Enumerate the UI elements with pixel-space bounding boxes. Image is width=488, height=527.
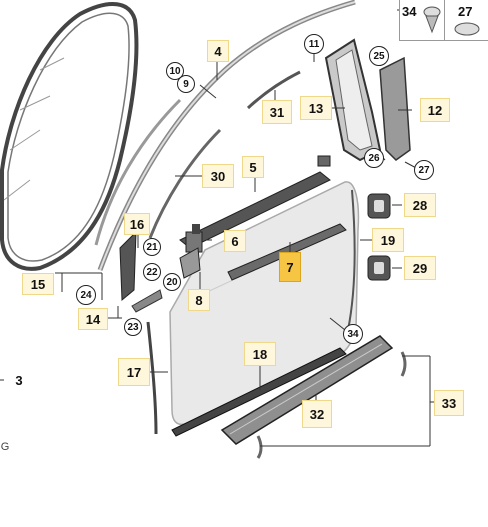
upper-trim-strip xyxy=(94,98,182,246)
regulator-bracket xyxy=(185,231,203,253)
callout-31[interactable]: 31 xyxy=(262,100,292,124)
rear-door-seal xyxy=(347,189,356,331)
callout-14[interactable]: 14 xyxy=(78,308,108,330)
circle-callout-10[interactable]: 10 xyxy=(166,62,184,80)
callout-15[interactable]: 15 xyxy=(22,273,54,295)
sill-end-cap-top xyxy=(400,351,407,377)
legend-box: 34 27 xyxy=(399,0,488,41)
callout-19[interactable]: 19 xyxy=(372,228,404,252)
callout-29[interactable]: 29 xyxy=(404,256,436,280)
circle-callout-26[interactable]: 26 xyxy=(364,148,384,168)
callout-17[interactable]: 17 xyxy=(118,358,150,386)
circle-callout-34[interactable]: 34 xyxy=(343,324,363,344)
callout-18[interactable]: 18 xyxy=(244,342,276,366)
callout-8[interactable]: 8 xyxy=(188,289,210,311)
legend-divider xyxy=(444,0,445,40)
callout-3[interactable]: 3 xyxy=(15,372,23,388)
lower-door-seal xyxy=(146,321,158,435)
callout-33[interactable]: 33 xyxy=(434,390,464,416)
circle-callout-9[interactable]: 9 xyxy=(177,75,195,93)
sill-end-cap-bottom xyxy=(256,435,263,459)
legend-number-right: 27 xyxy=(458,4,473,19)
callout-32[interactable]: 32 xyxy=(302,400,332,428)
lower-trim-strip xyxy=(171,347,347,437)
small-molding-31 xyxy=(246,70,301,110)
callout-7-highlighted[interactable]: 7 xyxy=(279,252,301,282)
edge-mark: G xyxy=(0,441,10,453)
circle-callout-23[interactable]: 23 xyxy=(124,318,142,336)
legend-number-left: 34 xyxy=(402,4,417,19)
circle-callout-27[interactable]: 27 xyxy=(414,160,434,180)
clip-icon xyxy=(423,6,441,34)
callout-13[interactable]: 13 xyxy=(300,96,332,120)
seal-cross-hatch xyxy=(3,57,65,201)
circle-callout-21[interactable]: 21 xyxy=(143,238,161,256)
inner-clip-8 xyxy=(179,247,201,279)
callout-16[interactable]: 16 xyxy=(124,213,150,235)
callout-28[interactable]: 28 xyxy=(404,193,436,217)
callout-6[interactable]: 6 xyxy=(224,230,246,252)
mirror-triangle-trim xyxy=(119,230,137,302)
window-channel-30 xyxy=(148,128,222,239)
callout-4[interactable]: 4 xyxy=(207,40,229,62)
callout-5[interactable]: 5 xyxy=(242,156,264,178)
circle-callout-25[interactable]: 25 xyxy=(369,46,389,66)
corner-wedge xyxy=(131,289,163,313)
pillar-cover xyxy=(379,56,411,161)
circle-callout-22[interactable]: 22 xyxy=(143,263,161,281)
callout-30[interactable]: 30 xyxy=(202,164,234,188)
circle-callout-20[interactable]: 20 xyxy=(163,273,181,291)
circle-callout-24[interactable]: 24 xyxy=(76,285,96,305)
callout-12[interactable]: 12 xyxy=(420,98,450,122)
door-seal-inner xyxy=(7,12,130,262)
circle-callout-11[interactable]: 11 xyxy=(304,34,324,54)
frame-clip xyxy=(317,155,331,167)
door-seal-outline xyxy=(0,1,139,271)
grommet-icon xyxy=(454,22,480,36)
